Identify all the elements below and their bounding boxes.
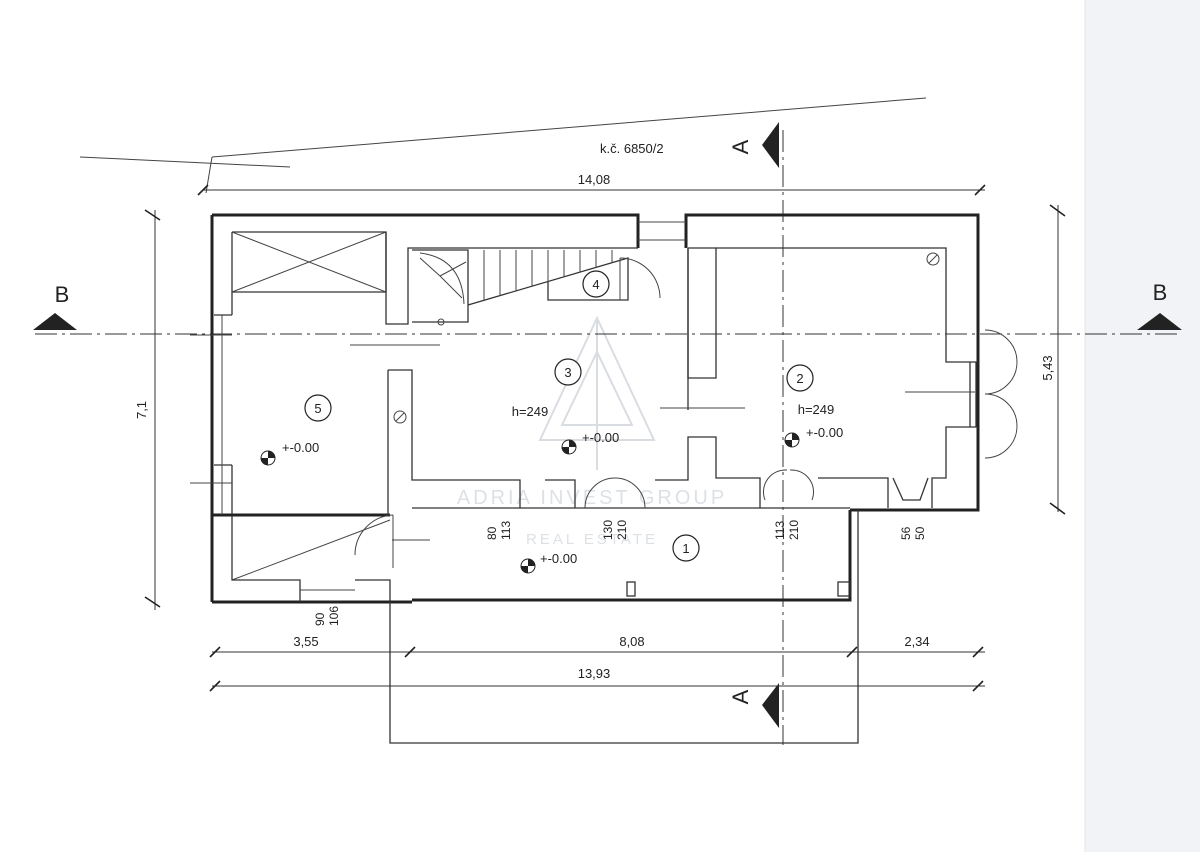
opening-3-height: 210 (787, 520, 801, 540)
dimension-overall-bottom: 13,93 (578, 666, 611, 681)
level-marker-room-5 (260, 450, 276, 466)
section-a-bottom-label: A (728, 689, 753, 704)
building-walls (190, 213, 1018, 744)
dimension-height-left: 7,1 (134, 401, 149, 419)
watermark-line1: ADRIA INVEST GROUP (457, 487, 727, 509)
room-1-level: +-0.00 (540, 551, 577, 566)
room-2-height: h=249 (798, 402, 835, 417)
room-4-number: 4 (592, 277, 599, 292)
room-3-level: +-0.00 (582, 430, 619, 445)
room-5-circle (304, 394, 332, 422)
watermark-line2: REAL ESTATE (526, 531, 658, 548)
dimension-bottom-left: 3,55 (293, 634, 318, 649)
room-3-number: 3 (564, 365, 571, 380)
room-2-level: +-0.00 (806, 425, 843, 440)
level-marker-room-2 (784, 432, 800, 448)
opening-1-height: 113 (499, 521, 513, 540)
dimension-overall-top: 14,08 (578, 172, 611, 187)
room-1-circle (672, 534, 700, 562)
room-4-circle (582, 270, 610, 298)
opening-3-width: 113 (773, 521, 787, 540)
dimension-height-right: 5,43 (1040, 355, 1055, 380)
plot-boundary (79, 97, 927, 194)
watermark-logo (538, 315, 656, 470)
room-2-circle (786, 364, 814, 392)
room-2-number: 2 (796, 371, 803, 386)
level-marker-room-1 (520, 558, 536, 574)
room-3-height: h=249 (512, 404, 549, 419)
room-3-circle (554, 358, 582, 386)
opening-5-height: 106 (327, 606, 341, 626)
room-1-number: 1 (682, 541, 689, 556)
section-b-right-label: B (1153, 280, 1168, 305)
paper-edge-shade (1085, 0, 1200, 852)
level-marker-room-3 (561, 439, 577, 455)
opening-5-width: 90 (313, 612, 327, 626)
dimension-lines (144, 184, 1066, 692)
plot-number-label: k.č. 6850/2 (600, 141, 664, 156)
section-line-b (33, 313, 1182, 335)
dimension-bottom-right: 2,34 (904, 634, 929, 649)
opening-1-width: 80 (485, 526, 499, 540)
section-a-top-label: A (728, 139, 753, 154)
dimension-bottom-mid: 8,08 (619, 634, 644, 649)
section-line-a (762, 122, 784, 745)
opening-2-height: 210 (615, 520, 629, 540)
opening-2-width: 130 (601, 520, 615, 540)
room-5-number: 5 (314, 401, 321, 416)
room-5-level: +-0.00 (282, 440, 319, 455)
opening-4-height: 50 (913, 526, 927, 540)
section-b-left-label: B (55, 282, 70, 307)
opening-4-width: 56 (899, 526, 913, 540)
